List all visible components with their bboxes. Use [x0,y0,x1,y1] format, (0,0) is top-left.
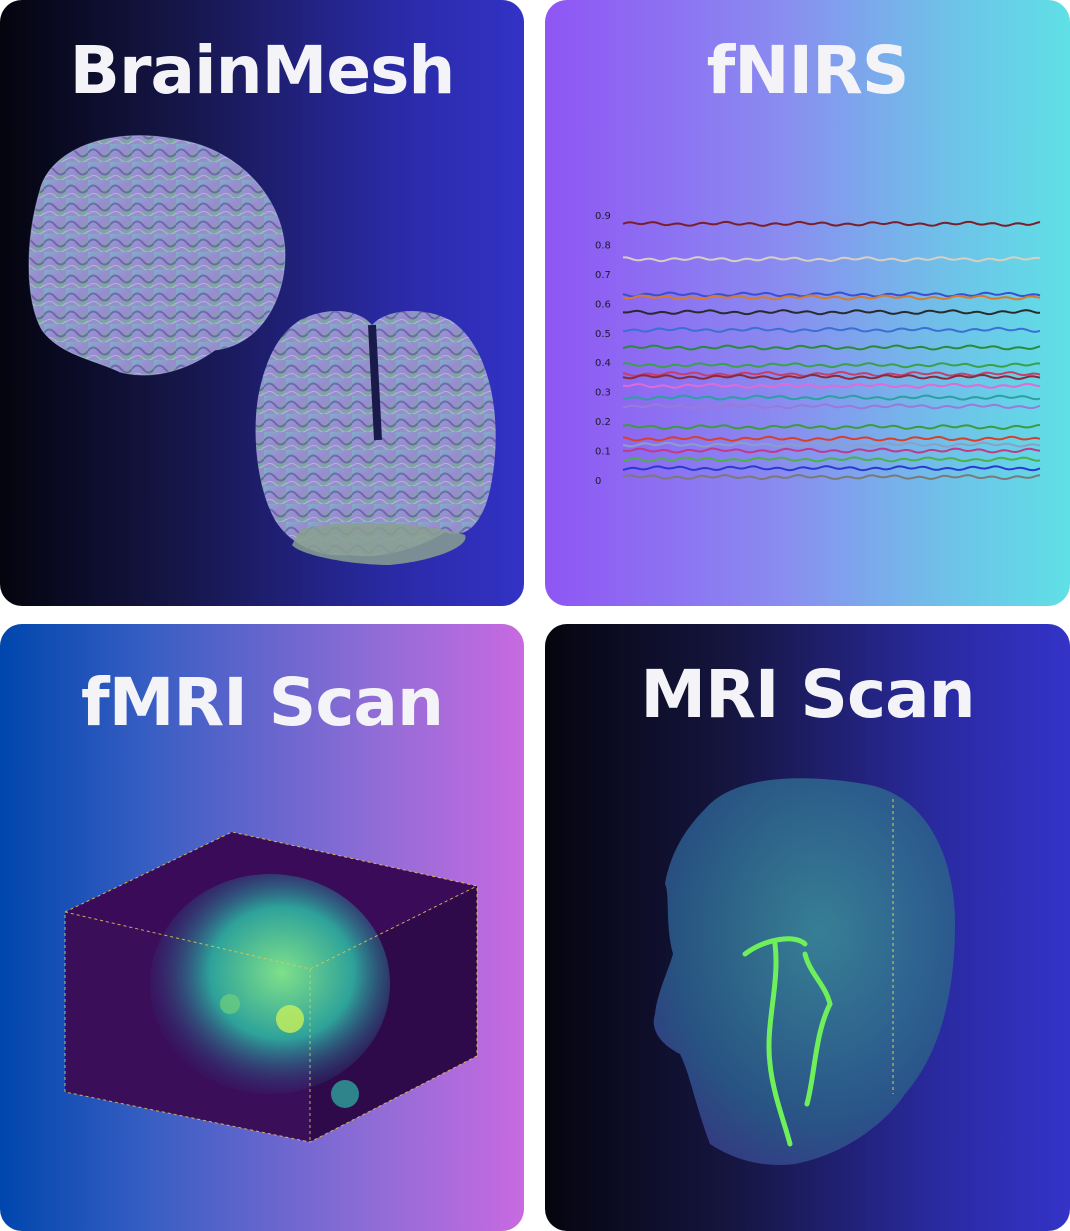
series-line [622,382,1041,389]
fnirs-card[interactable]: fNIRS 0 0.1 0.2 0.3 0.4 0.5 0.6 0.7 0.8 0.9 [545,0,1070,606]
series-line [622,362,1041,369]
series-line [622,344,1041,351]
fmri-volume-illustration [64,831,478,1143]
y-tick-label: 0.7 [595,270,611,281]
series-line [622,474,1041,481]
series-line [623,456,1041,463]
series-line [622,403,1041,410]
y-tick-label: 0.2 [595,417,611,428]
series-line [622,373,1041,381]
series-line [622,309,1041,316]
series-line [622,370,1041,378]
fnirs-chart: 0 0.1 0.2 0.3 0.4 0.5 0.6 0.7 0.8 0.9 [595,211,1041,487]
y-tick-label: 0.6 [595,299,611,310]
y-tick-label: 0.5 [595,329,611,340]
mri-title: MRI Scan [640,656,975,733]
series-line [622,294,1041,301]
series-line [622,394,1041,401]
fnirs-title: fNIRS [706,32,910,109]
cerebellum [292,523,466,565]
y-tick-label: 0.8 [595,240,611,251]
mri-card[interactable]: MRI Scan [545,624,1070,1231]
fmri-title: fMRI Scan [81,664,444,741]
brain-activation [150,874,390,1094]
fmri-card[interactable]: fMRI Scan [0,624,524,1231]
brainmesh-illustration [28,135,496,565]
brainmesh-title: BrainMesh [69,32,456,109]
series-line [622,220,1041,227]
series-line [622,465,1041,472]
head-silhouette [653,778,955,1165]
y-tick-label: 0.9 [595,211,611,222]
brain-side-view [28,135,285,376]
brainmesh-card[interactable]: BrainMesh [0,0,524,606]
series-line [622,441,1041,448]
y-tick-label: 0.3 [595,388,611,399]
series-line [622,435,1041,442]
series-line [622,291,1041,298]
y-tick-label: 0.1 [595,447,611,458]
y-tick-label: 0.4 [595,358,611,369]
y-tick-label: 0 [595,476,601,487]
series-line [623,256,1041,263]
mri-head-illustration [653,778,955,1165]
series-line [622,326,1041,333]
series-line [622,423,1041,431]
series-line [622,447,1041,454]
